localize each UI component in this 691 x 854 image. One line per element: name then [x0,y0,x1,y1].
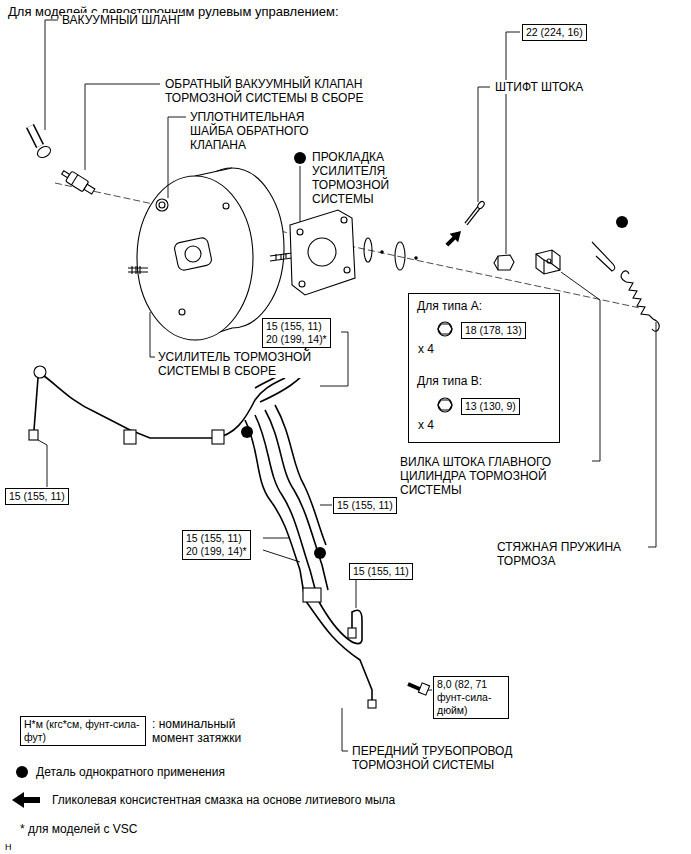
torque-value: 20 (199, 14)* [186,545,247,558]
legend-text: : номинальный момент затяжки [152,717,241,745]
seal-ring [395,242,405,270]
torque-value: 15 (155, 11) [353,565,409,578]
part-name: ПРОКЛАДКА УСИЛИТЕЛЯ ТОРМОЗНОЙ СИСТЕМЫ [312,150,410,206]
grease-arrow [12,792,40,808]
clip [592,242,615,271]
torque-spec-box: 18 (178, 13) [461,322,526,339]
clevis [536,250,560,274]
torque-spec-box: 8,0 (82, 71 фунт-сила-дюйм) [433,676,509,719]
nut-icon [438,322,452,412]
figure-code: H [5,840,12,854]
part-name: ОБРАТНЫЙ ВАКУУМНЫЙ КЛАПАН ТОРМОЗНОЙ СИСТ… [165,77,383,105]
part-name: СТЯЖНАЯ ПРУЖИНА ТОРМОЗА [497,540,642,568]
grease-arrow [443,227,466,250]
leader-line [38,20,656,751]
type-heading: Для типа А: [417,299,482,313]
type-heading: Для типа В: [417,374,482,388]
torque-value: 18 (178, 13) [465,324,522,337]
torque-value: 15 (155, 11) [9,490,65,503]
brake-booster [128,168,292,340]
part-name: УСИЛИТЕЛЬ ТОРМОЗНОЙ СИСТЕМЫ В СБОРЕ [158,350,336,378]
torque-spec-box: 22 (224, 16) [522,24,587,41]
return-spring [621,271,659,331]
legend-entry: Гликолевая консистентная смазка на основ… [52,793,395,807]
vacuum-hose [30,126,53,160]
torque-value: 13 (130, 9) [465,400,516,413]
torque-spec-box: 15 (155, 11) [333,497,397,514]
push-rod-pin [466,200,485,224]
footnote: * для моделей с VSC [20,822,138,836]
part-name: УПЛОТНИТЕЛЬНАЯ ШАЙБА ОБРАТНОГО КЛАПАНА [190,110,322,152]
seal-ring [364,238,372,262]
torque-spec-box: 13 (130, 9) [461,398,520,415]
part-name: ВИЛКА ШТОКА ГЛАВНОГО ЦИЛИНДРА ТОРМОЗНОЙ … [400,455,588,497]
torque-value: 8,0 (82, 71 фунт-сила-дюйм) [437,678,505,717]
single-use-dot [16,766,28,778]
brake-lines [29,348,430,708]
part-name: ПЕРЕДНИЙ ТРУБОПРОВОД ТОРМОЗНОЙ СИСТЕМЫ [352,744,537,772]
torque-value: 15 (155, 11) [266,320,327,333]
legend-entry: Деталь однократного применения [36,765,225,779]
part-name: ВАКУУМНЫЙ ШЛАНГ [62,13,183,27]
torque-spec-box: 15 (155, 11) [5,488,69,505]
legend-entry: : номинальный момент затяжки [152,717,272,745]
part-name: ШТИФТ ШТОКА [495,80,583,94]
legend-text: Гликолевая консистентная смазка на основ… [52,793,395,807]
torque-spec-box: 15 (155, 11) [349,563,413,580]
torque-value: 15 (155, 11) [186,532,247,545]
unit-legend-box: Н*м (кгс*см, фунт-сила-фут) [20,716,146,746]
torque-value: 22 (224, 16) [526,26,583,39]
torque-spec-box: 15 (155, 11)20 (199, 14)* [182,530,251,560]
check-valve [60,167,97,196]
torque-value: 15 (155, 11) [337,499,393,512]
quantity-mark: x 4 [418,418,434,432]
quantity-mark: x 4 [418,342,434,356]
torque-value: Н*м (кгс*см, фунт-сила-фут) [24,718,142,744]
legend-text: Деталь однократного применения [36,765,225,779]
torque-value: 20 (199, 14)* [266,333,327,346]
booster-gasket [290,210,355,295]
lock-nut [494,255,514,270]
torque-spec-box: 15 (155, 11)20 (199, 14)* [262,318,331,348]
